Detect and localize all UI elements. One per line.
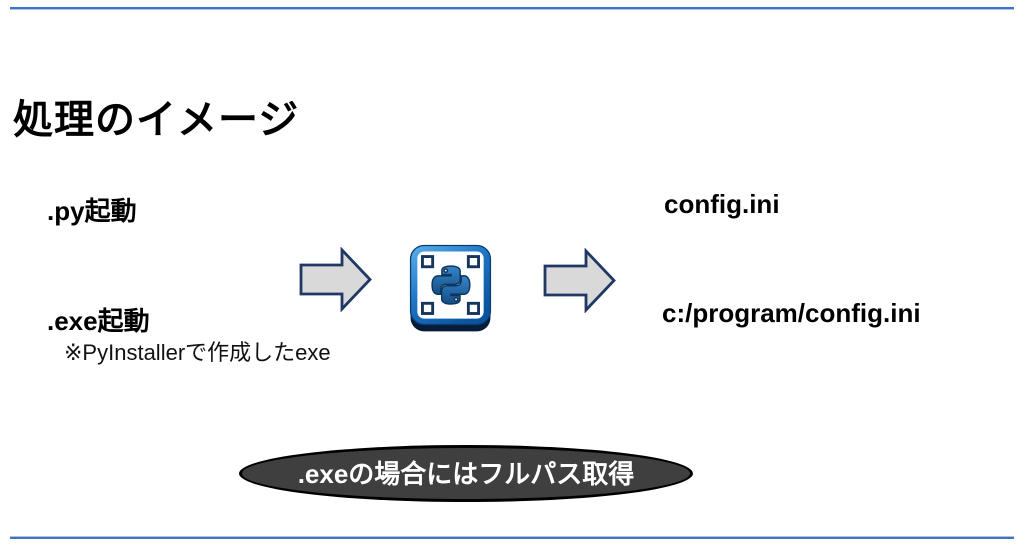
top-divider bbox=[10, 7, 1014, 10]
callout-label: .exeの場合にはフルパス取得 bbox=[297, 459, 635, 489]
exe-note: ※PyInstallerで作成したexe bbox=[64, 340, 331, 365]
bottom-divider bbox=[10, 536, 1014, 539]
input-exe-label: .exe起動 bbox=[47, 306, 150, 336]
right-block-arrow-icon bbox=[299, 247, 372, 312]
input-py-label: .py起動 bbox=[47, 196, 137, 226]
page-title: 処理のイメージ bbox=[13, 97, 300, 142]
output-fullpath-label: c:/program/config.ini bbox=[662, 298, 921, 328]
right-block-arrow-icon bbox=[543, 248, 616, 313]
output-config-label: config.ini bbox=[664, 189, 780, 219]
python-app-icon bbox=[409, 244, 492, 332]
callout-pill: .exeの場合にはフルパス取得 bbox=[239, 445, 693, 502]
